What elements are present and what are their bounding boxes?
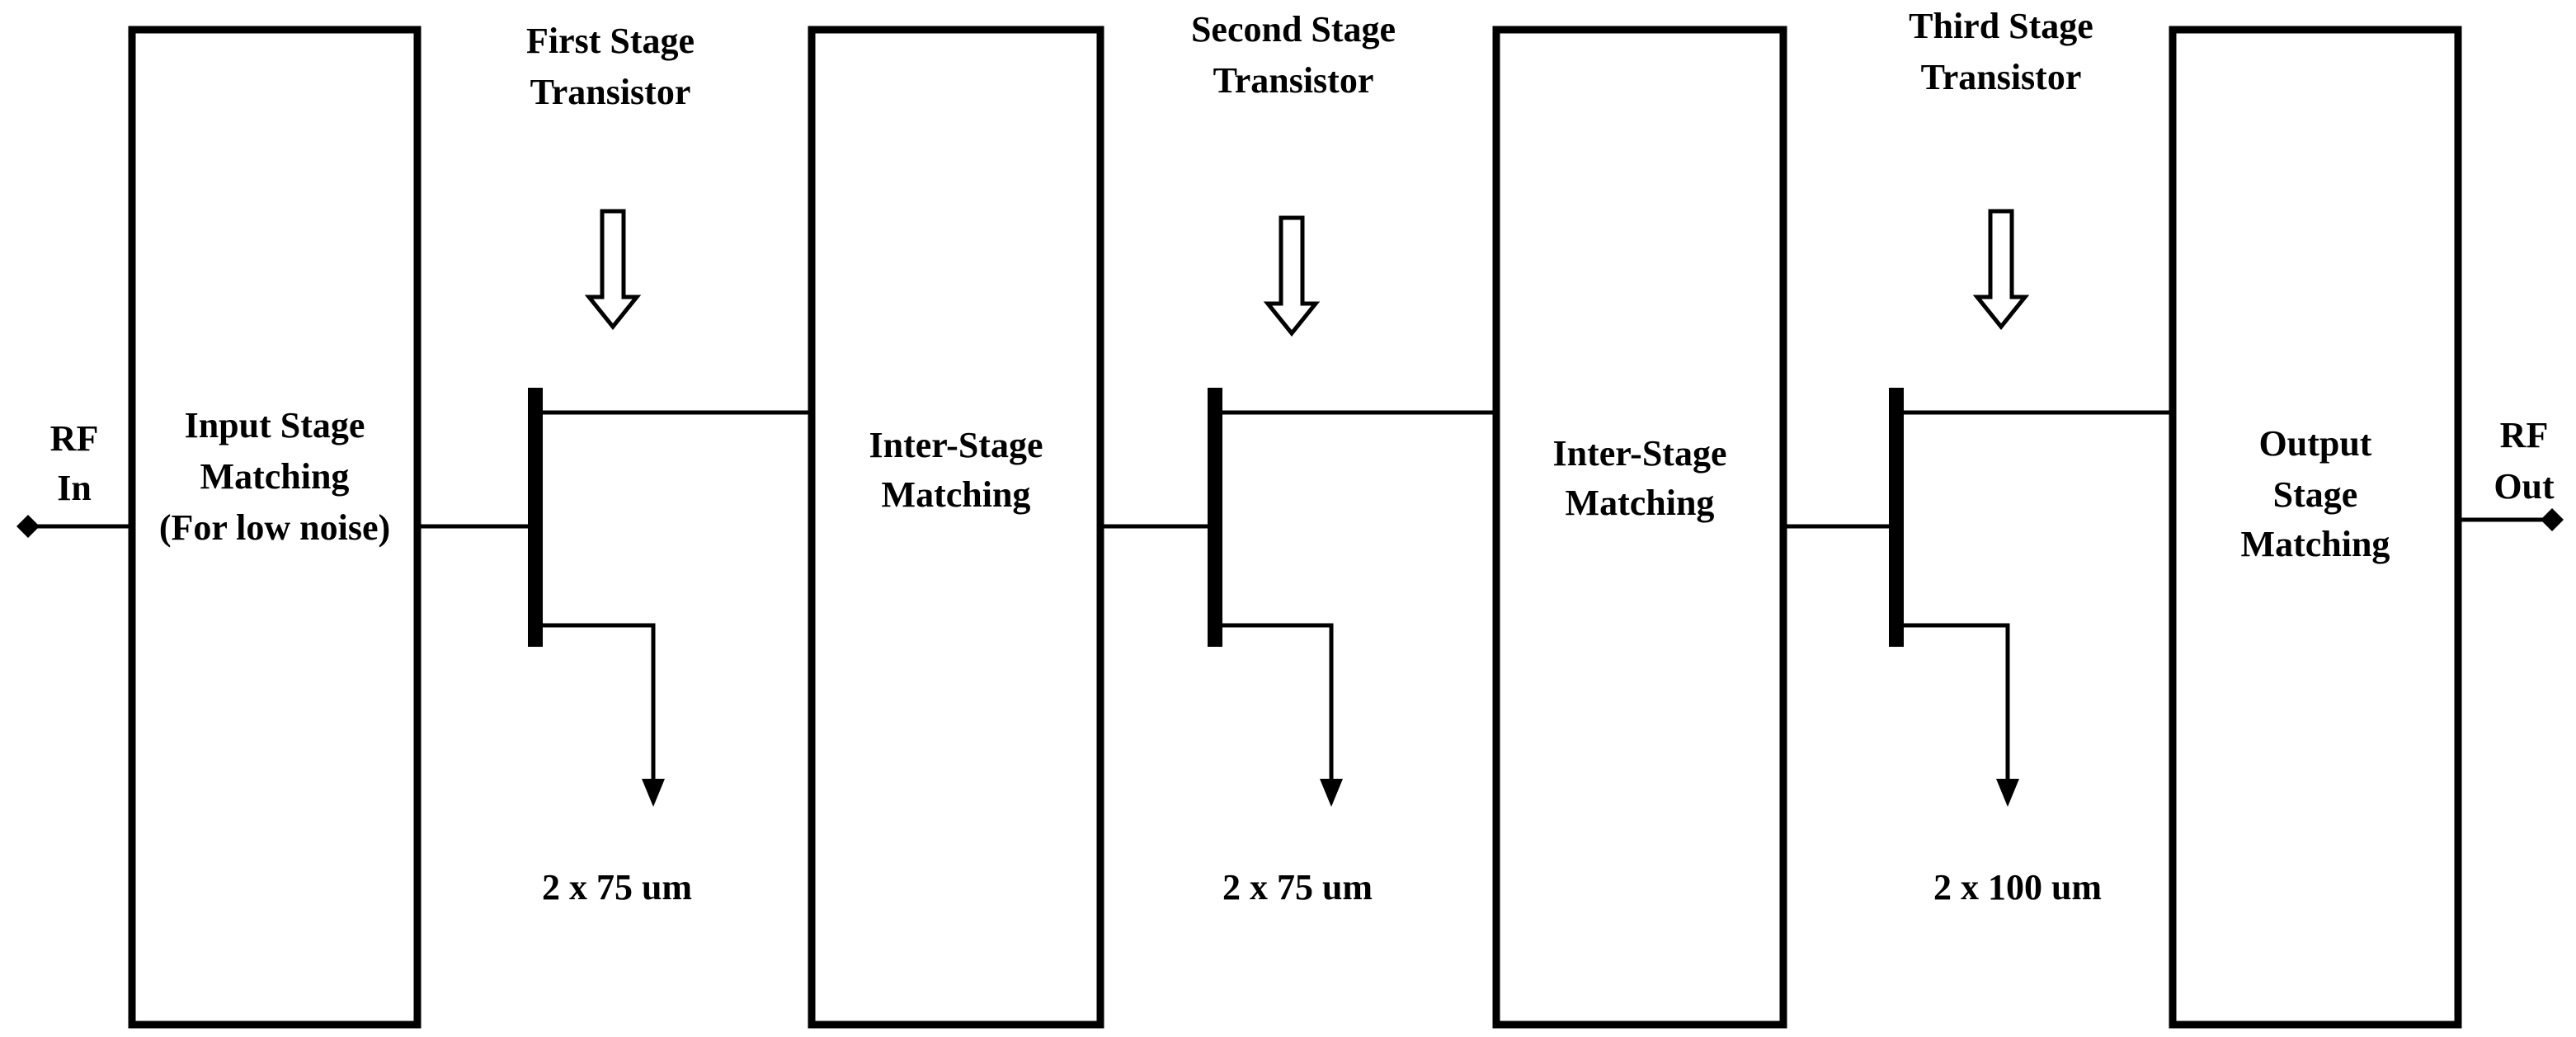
output-stage-label-line3: Matching (2241, 524, 2390, 564)
second-stage-size-label: 2 x 75 um (1222, 867, 1373, 907)
output-stage-label-line2: Stage (2273, 474, 2358, 515)
rf-out-label-line1: RF (2500, 415, 2549, 455)
blocks (128, 26, 2462, 1029)
ground-arrow-icon (642, 779, 665, 807)
inter-stage-matching-block-1 (808, 26, 1104, 1029)
third-stage-transistor (1889, 209, 2030, 807)
down-arrow-icon (1263, 215, 1321, 337)
inter-stage-2-label-line2: Matching (1566, 483, 1715, 523)
input-stage-label-line3: (For low noise) (159, 507, 390, 548)
second-stage-title-line1: Second Stage (1191, 9, 1396, 49)
first-stage-title-line2: Transistor (530, 72, 691, 112)
rf-out-port-marker (2541, 508, 2564, 531)
output-stage-label-line1: Output (2259, 423, 2372, 464)
ground-arrow-icon (1996, 779, 2019, 807)
first-stage-title-line1: First Stage (526, 21, 695, 61)
inter-stage-1-label-line2: Matching (882, 474, 1031, 515)
first-stage-size-label: 2 x 75 um (542, 867, 692, 907)
inter-stage-2-label-line1: Inter-Stage (1553, 433, 1727, 474)
input-stage-label-line2: Matching (200, 456, 350, 497)
input-stage-label-line1: Input Stage (185, 405, 365, 445)
ground-arrow-icon (1320, 779, 1343, 807)
second-stage-transistor (1208, 215, 1343, 807)
transistor-gate-bar (1208, 388, 1222, 647)
second-stage-title-line2: Transistor (1213, 60, 1374, 101)
rf-out-label-line2: Out (2494, 466, 2555, 507)
third-stage-title-line2: Transistor (1921, 57, 2082, 97)
labels: RF In RF Out Input Stage Matching (For l… (50, 6, 2555, 907)
inter-stage-1-label-line1: Inter-Stage (869, 425, 1043, 465)
rf-in-label-line1: RF (50, 418, 99, 459)
transistor-gate-bar (528, 388, 543, 647)
transistor-gate-bar (1889, 388, 1904, 647)
output-stage-matching-block (2169, 26, 2462, 1029)
third-stage-title-line1: Third Stage (1909, 6, 2093, 46)
transistor-source-lead (1904, 623, 2010, 780)
rf-in-label-line2: In (57, 468, 92, 508)
transistor-source-lead (543, 623, 656, 780)
down-arrow-icon (584, 209, 642, 330)
transistor-source-lead (1222, 623, 1334, 780)
wires (28, 410, 2550, 529)
third-stage-size-label: 2 x 100 um (1933, 867, 2102, 907)
down-arrow-icon (1972, 209, 2030, 330)
first-stage-transistor (528, 209, 665, 807)
rf-in-port-marker (16, 515, 40, 538)
inter-stage-matching-block-2 (1492, 26, 1787, 1029)
input-stage-matching-block (128, 26, 421, 1029)
